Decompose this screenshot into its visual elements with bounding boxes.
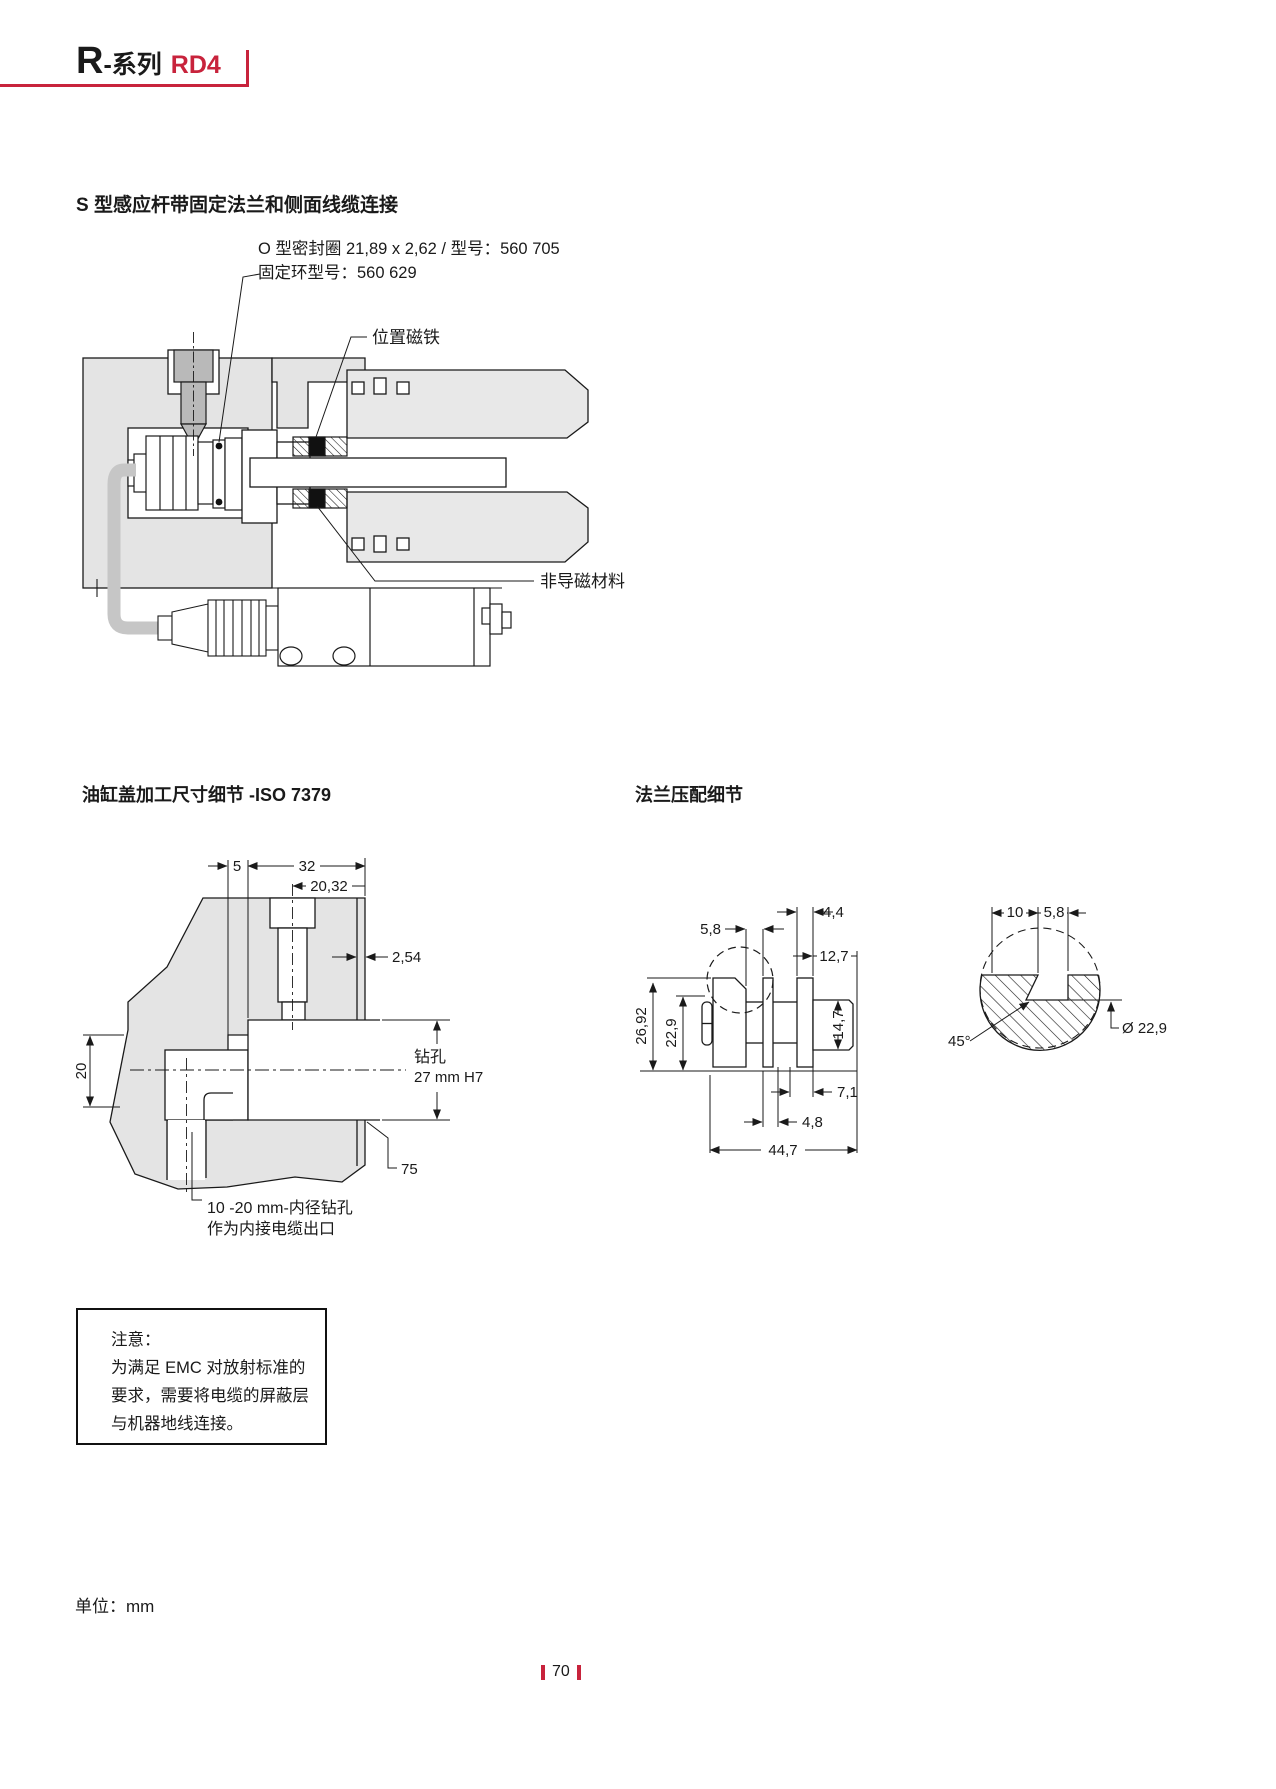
dim-2-54: 2,54 [392,949,421,966]
detail-circle [979,927,1101,1049]
drill-note-line2: 作为内接电缆出口 [207,1220,335,1238]
cylinder-head-detail-drawing: 5 32 20,32 2,54 20 钻孔 27 mm H7 75 10 -20… [73,858,483,1238]
dim-12-7: 12,7 [819,948,848,965]
o-ring-section-top [215,442,223,450]
chamfer-detail-drawing: 10 5,8 45° Ø 22,9 [948,904,1167,1051]
header-rule-horizontal [0,84,249,87]
dim-4-8: 4,8 [802,1114,823,1131]
dim-26-92: 26,92 [633,1007,650,1045]
head-section-body [109,897,380,1190]
note-line: 为满足 EMC 对放射标准的 [111,1359,306,1377]
series-prefix: R [76,40,104,82]
page-number-bar-right [576,1664,581,1680]
position-magnet-assembly [292,436,348,509]
bore-label-line2: 27 mm H7 [414,1069,483,1086]
dim-22-9: 22,9 [663,1018,680,1047]
dim-20: 20 [73,1063,90,1080]
dim-dia-22-9: Ø 22,9 [1122,1020,1167,1037]
bore-label-line1: 钻孔 [414,1048,446,1066]
dim-5-8: 5,8 [700,921,721,938]
note-line: 要求，需要将电缆的屏蔽层 [111,1387,309,1405]
dim-20-32: 20,32 [310,878,348,895]
dim-7-1: 7,1 [837,1084,858,1101]
oring-callout: O 型密封圈 21,89 x 2,62 / 型号：560 705 固定环型号：5… [258,238,560,285]
page-number-value: 70 [552,1663,570,1680]
flange-fit-detail-drawing: 5,8 4,4 12,7 26,92 22,9 14,7 7,1 4,8 44,… [633,904,858,1159]
dim-14-7: 14,7 [830,1010,847,1039]
section1-title: S 型感应杆带固定法兰和侧面线缆连接 [76,195,398,216]
centerlines [130,884,406,1192]
dim-10: 10 [1007,904,1024,921]
assembly-cross-section-drawing: 位置磁铁 非导磁材料 [82,273,625,667]
sensor-cable [107,463,160,635]
drill-note-line1: 10 -20 mm-内径钻孔 [207,1199,353,1217]
emc-note-box: 注意： 为满足 EMC 对放射标准的 要求，需要将电缆的屏蔽层 与机器地线连接。 [76,1308,327,1445]
cylinder-head-block [82,349,589,589]
electronics-housing [277,587,512,667]
flange-profile [701,977,854,1068]
dim-44-7: 44,7 [768,1142,797,1159]
dim-4-4: 4,4 [823,904,844,921]
hatched-section [979,974,1101,1051]
page-number: 70 [541,1663,581,1681]
oring-callout-line1: O 型密封圈 21,89 x 2,62 / 型号：560 705 [258,240,560,258]
o-ring-section-bottom [215,498,223,506]
header-rule-vertical [246,50,249,86]
cylinder-head-detail-title: 油缸盖加工尺寸细节 -ISO 7379 [82,785,332,805]
units-label: 单位：mm [75,1597,155,1616]
dim-5: 5 [233,858,241,875]
flange-and-rod [241,429,507,524]
position-magnet-label: 位置磁铁 [372,328,440,347]
leader-lines [218,273,534,582]
page-header: R-系列 RD4 [76,42,221,80]
note-title: 注意： [111,1331,161,1349]
sensor-cartridge [127,435,243,511]
dimension-lines [640,907,858,1154]
nonmagnetic-material-label: 非导磁材料 [540,572,625,591]
page-number-bar-left [541,1664,545,1680]
model-name: RD4 [170,51,221,79]
cable-connector [157,599,279,657]
oring-callout-line2: 固定环型号：560 629 [258,263,417,282]
series-suffix: -系列 [103,51,162,79]
dim-32: 32 [299,858,316,875]
dim-5-8: 5,8 [1044,904,1065,921]
dim-45deg: 45° [948,1033,971,1050]
note-line: 与机器地线连接。 [111,1415,243,1433]
detail-circle [706,946,774,1014]
flange-fit-detail-title: 法兰压配细节 [635,785,743,805]
dim-75: 75 [401,1161,418,1178]
